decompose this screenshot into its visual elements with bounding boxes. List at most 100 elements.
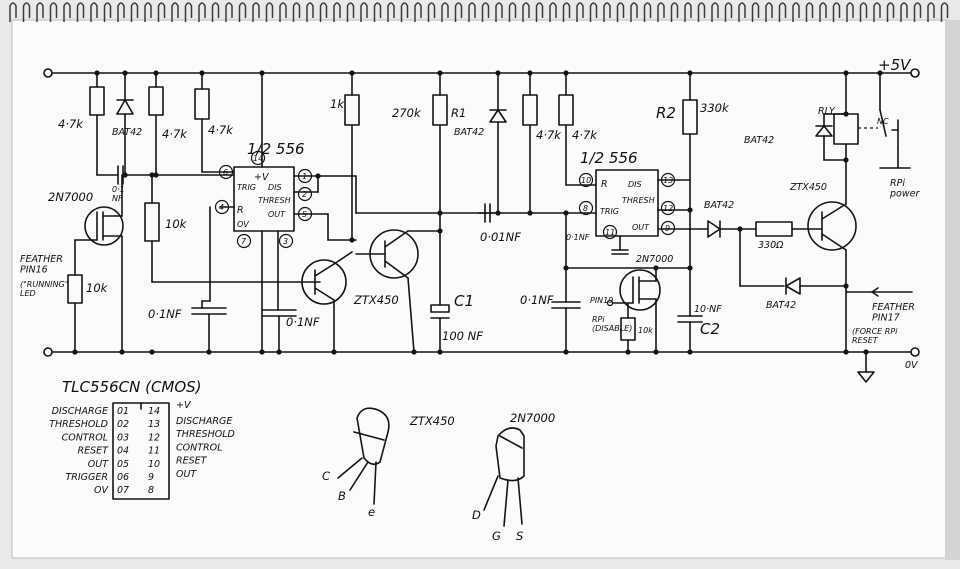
label-cap-01nf-c: 0·1NF bbox=[520, 293, 554, 307]
ic-left-label-ov: OV bbox=[237, 220, 249, 229]
spiral-ring bbox=[157, 2, 166, 22]
label-ztx450-right: ZTX450 bbox=[789, 182, 827, 193]
transistor-ztx450-b bbox=[355, 229, 441, 353]
resistor-1k bbox=[344, 72, 360, 241]
pinout-left-num: 02 bbox=[117, 419, 129, 430]
spiral-ring bbox=[913, 2, 922, 22]
ic-left-label-r: R bbox=[237, 205, 244, 216]
pinout-right-label: CONTROL bbox=[176, 442, 222, 453]
ic-right-pin9: 9 bbox=[665, 224, 670, 233]
spiral-ring bbox=[441, 2, 449, 22]
spiral-ring bbox=[535, 2, 544, 22]
ic-right-label-out: OUT bbox=[632, 223, 650, 232]
spiral-ring bbox=[333, 2, 341, 22]
label-rpi-disable: RPi(DISABLE) bbox=[592, 315, 632, 333]
spiral-ring bbox=[778, 2, 787, 22]
label-bat42-relay: BAT42 bbox=[744, 135, 774, 146]
ic-right-label-thresh: THRESH bbox=[622, 196, 655, 205]
label-r-10k-mid: 10k bbox=[165, 217, 188, 231]
2n7000-package: 2N7000 D G S bbox=[472, 411, 555, 543]
spiral-ring bbox=[400, 2, 409, 22]
spiral-ring bbox=[184, 2, 193, 22]
ic-left-label-thresh: THRESH bbox=[258, 196, 291, 205]
spiral-ring bbox=[697, 2, 706, 22]
mos-pin-d: D bbox=[472, 508, 481, 522]
cap-0-1nf-c bbox=[551, 212, 581, 353]
label-r1: R1 bbox=[451, 106, 466, 120]
spiral-ring bbox=[508, 2, 517, 22]
capacitor-c1 bbox=[430, 304, 450, 353]
pinout-left-num: 04 bbox=[117, 446, 129, 457]
pinout-right-num: 9 bbox=[148, 472, 154, 483]
ic-left-pin2: 2 bbox=[302, 190, 307, 199]
spiral-ring bbox=[819, 2, 827, 22]
spiral-ring bbox=[589, 2, 598, 22]
mos-pin-g: G bbox=[492, 529, 501, 543]
label-pin19: PIN19 bbox=[590, 296, 613, 305]
label-r-4k7-d: 4·7k bbox=[572, 128, 598, 142]
spiral-ring bbox=[103, 2, 112, 22]
ic-right-pin13: 13 bbox=[663, 176, 673, 185]
spiral-ring bbox=[225, 2, 233, 22]
label-cap-01nf-b: 0·1NF bbox=[286, 315, 320, 329]
spiral-ring bbox=[562, 2, 571, 22]
ic-left-pin5: 5 bbox=[302, 210, 307, 219]
spiral-binding bbox=[9, 2, 949, 22]
spiral-ring bbox=[90, 2, 98, 22]
label-bat42-left: BAT42 bbox=[112, 127, 142, 138]
mosfet-2n7000-left bbox=[74, 174, 124, 353]
label-r-4k7-b: 4·7k bbox=[208, 123, 234, 137]
spiral-ring bbox=[9, 2, 17, 22]
spiral-ring bbox=[346, 2, 355, 22]
pinout-left-num: 01 bbox=[117, 406, 129, 417]
pinout-left-label: CONTROL bbox=[62, 432, 108, 443]
diode-bat42-left bbox=[116, 72, 134, 176]
label-r-10k-left: 10k bbox=[86, 281, 109, 295]
spiral-ring bbox=[252, 2, 260, 22]
spiral-ring bbox=[130, 2, 139, 22]
spiral-ring bbox=[279, 2, 287, 22]
spiral-ring bbox=[117, 2, 125, 22]
spiral-ring bbox=[873, 2, 881, 22]
label-c1: C1 bbox=[454, 292, 474, 310]
pinout-right-label: RESET bbox=[176, 456, 208, 467]
spiral-ring bbox=[940, 2, 949, 22]
transistor-ztx450-a bbox=[301, 251, 353, 353]
spiral-ring bbox=[265, 2, 274, 22]
spiral-ring bbox=[319, 2, 328, 22]
spiral-ring bbox=[846, 2, 854, 22]
pinout-left-num: 03 bbox=[117, 432, 129, 443]
spiral-ring bbox=[468, 2, 476, 22]
label-cap-001nf: 0·01NF bbox=[480, 230, 521, 244]
ztx-title: ZTX450 bbox=[409, 414, 455, 428]
resistor-330k bbox=[682, 72, 698, 181]
ic-left-label-out: OUT bbox=[268, 210, 286, 219]
spiral-ring bbox=[724, 2, 733, 22]
pinout-left-label: OUT bbox=[88, 459, 109, 470]
label-r-4k7-a: 4·7k bbox=[162, 127, 188, 141]
spiral-ring bbox=[481, 2, 490, 22]
spiral-ring bbox=[738, 2, 746, 22]
ic-right-pin8: 8 bbox=[583, 204, 588, 213]
label-plus5v: +5V bbox=[878, 56, 912, 74]
label-c2: C2 bbox=[700, 320, 720, 338]
spiral-ring bbox=[427, 2, 436, 22]
label-2n7000-left: 2N7000 bbox=[48, 190, 93, 204]
pinout-right-num: 8 bbox=[148, 485, 154, 496]
ztx450-package: ZTX450 C B e bbox=[322, 407, 455, 519]
resistor-10k-left bbox=[67, 239, 83, 353]
pinout-right-label: THRESHOLD bbox=[176, 429, 235, 440]
spiral-ring bbox=[657, 2, 665, 22]
label-rly: RLY bbox=[818, 106, 836, 117]
label-r-330-ohm: 330Ω bbox=[758, 240, 784, 251]
resistor-330-ohm bbox=[755, 221, 819, 237]
ic-left-pin-markers bbox=[214, 150, 313, 249]
ic-right-label-trig: TRIG bbox=[600, 207, 619, 216]
resistor-4k7-c bbox=[522, 72, 538, 214]
spiral-ring bbox=[22, 2, 31, 22]
